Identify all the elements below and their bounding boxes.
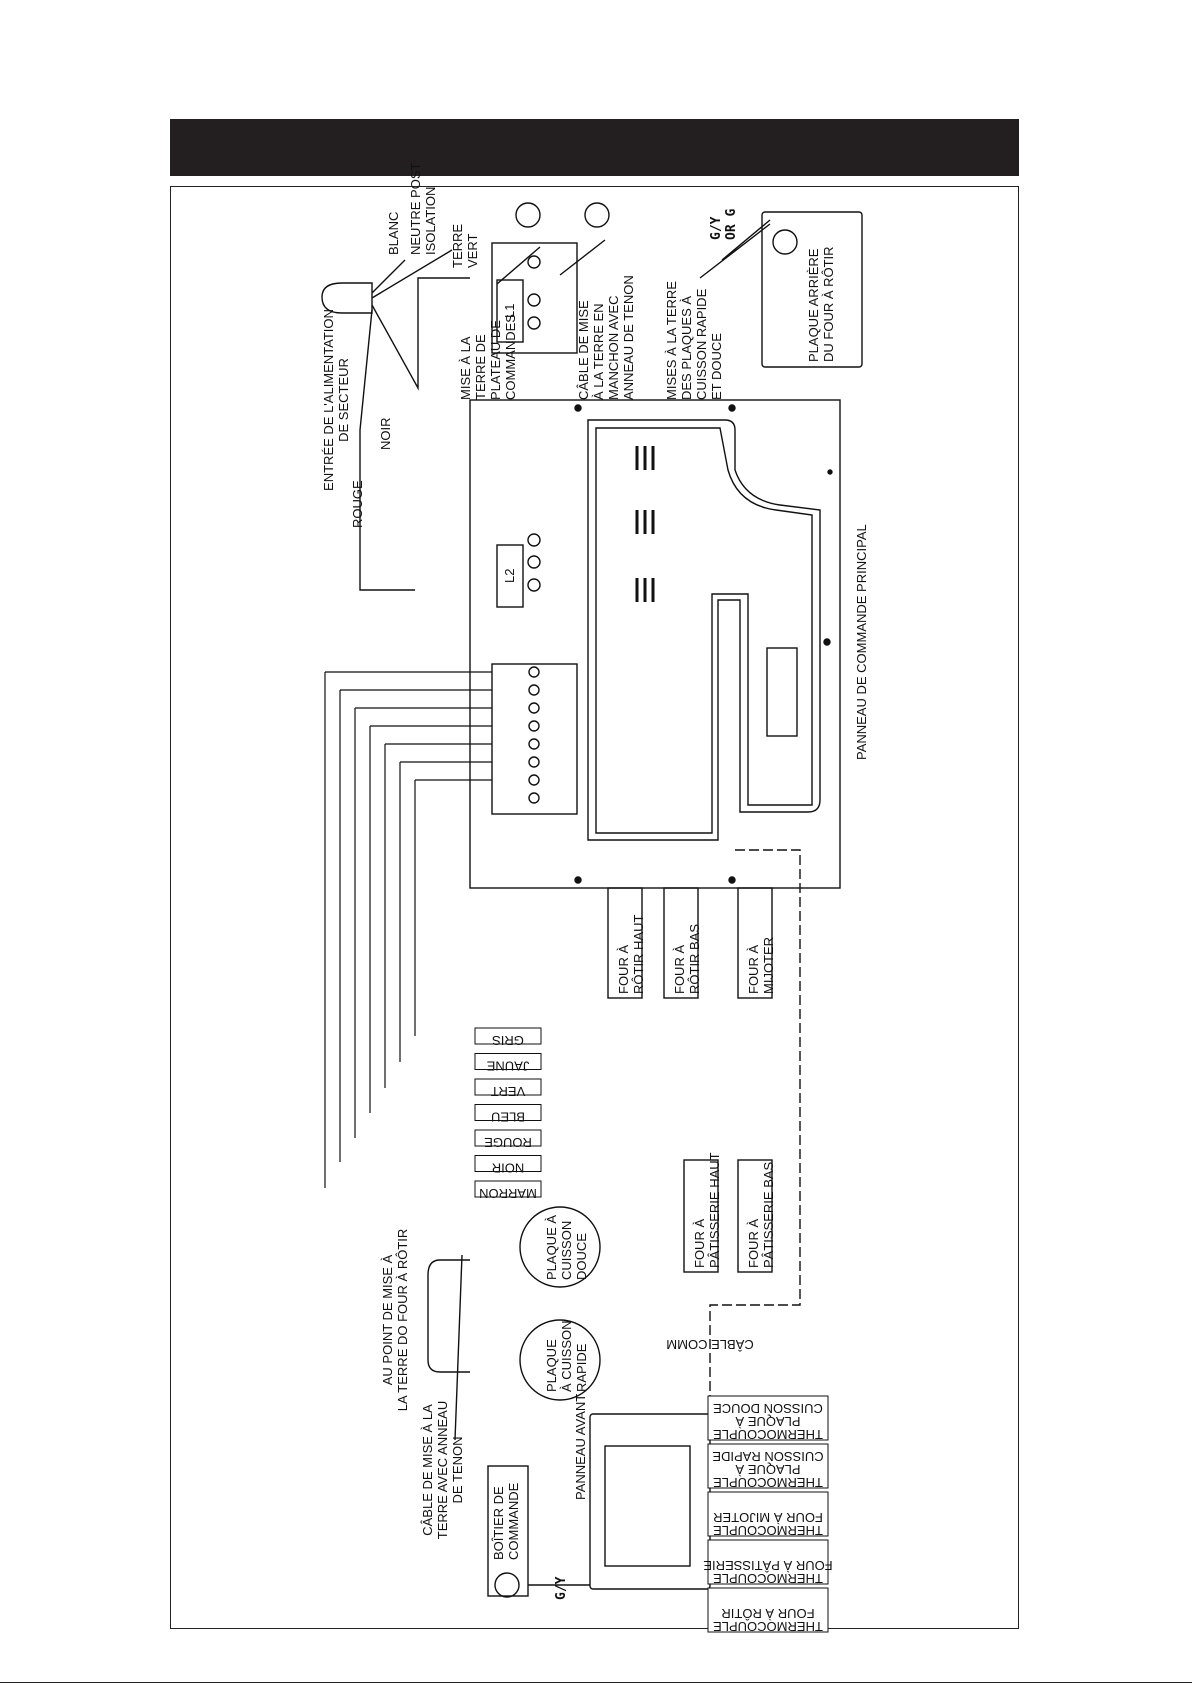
bottom-rule <box>0 1682 1192 1683</box>
comm-cable-line <box>709 849 801 1414</box>
plaque-rapide-circle <box>519 1319 601 1401</box>
ground-symbol-1 <box>515 202 541 228</box>
wire-tag-box <box>474 1027 542 1045</box>
ground-leads-top <box>496 219 771 285</box>
ground-symbol-2 <box>584 202 610 228</box>
wire-tag-rouge: ROUGE <box>484 1135 532 1150</box>
supply-label: ENTRÉE DE L'ALIMENTATIONDE SECTEUR <box>321 309 351 491</box>
front-panel-box <box>589 1413 711 1590</box>
terminal-l1 <box>496 279 524 343</box>
four-rotir-bas-box <box>663 887 699 999</box>
four-mijoter-label: FOUR ÀMIJOTER <box>746 937 776 994</box>
l1-label: L1 <box>502 304 517 318</box>
cable-manchon-label: CÂBLE DE MISEÀ LA TERRE ENMANCHON AVECAN… <box>576 275 636 400</box>
boitier-box <box>487 1465 529 1597</box>
cable-comm-label: CÂBLE COMM <box>666 1337 753 1352</box>
thermocouple-tag-2: THERMOCOUPLEFOUR À MIJOTER <box>713 1510 823 1538</box>
wire-tag-marron: MARRON <box>479 1186 537 1201</box>
front-panel-display <box>604 1445 691 1567</box>
plaque-douce-label: PLAQUE ÀCUISSONDOUCE <box>544 1215 589 1280</box>
four-patisserie-bas-label: FOUR ÀPÂTISSERIE BAS <box>746 1161 776 1268</box>
wire-tag-jaune: JAUNE <box>486 1059 529 1074</box>
power-terminal-block <box>491 242 578 354</box>
terminal-screws <box>527 255 541 804</box>
wire-tag-box <box>474 1155 542 1172</box>
thermocouple-tag-3: THERMOCOUPLEFOUR À PÂTISSERIE <box>703 1558 833 1586</box>
wire-tag-box <box>474 1129 542 1147</box>
terre-vert-label: TERREVERT <box>450 224 480 268</box>
display-window <box>766 647 798 737</box>
wire-tag-gris: GRIS <box>492 1033 524 1048</box>
ground-lead-plates <box>440 1254 470 1441</box>
thermocouple-tag-1: THERMOCOUPLEPLAQUE ÀCUISSON RAPIDE <box>712 1449 824 1490</box>
wire-tag-box <box>474 1180 542 1198</box>
au-point-label: AU POINT DE MISE ÀLA TERRE DO FOUR À RÔT… <box>380 1229 410 1412</box>
wire-tag-box <box>474 1078 542 1096</box>
wire-tag-vert: VERT <box>491 1084 525 1099</box>
cable-anneau-label: CÂBLE DE MISE À LATERRE AVEC ANNEAUDE TE… <box>420 1401 465 1539</box>
four-rotir-haut-label: FOUR ÀRÔTIR HAUT <box>616 915 646 995</box>
main-panel-inner-shape-2 <box>595 427 813 834</box>
wire-tag-noir: NOIR <box>492 1161 525 1176</box>
thermocouple-tag-0: THERMOCOUPLEPLAQUE ÀCUISSON DOUCE <box>713 1401 823 1442</box>
neutre-label: NEUTRE POSTISOLATION <box>408 162 438 255</box>
noir-supply-label: NOIR <box>378 418 393 451</box>
main-panel-inner-shape <box>587 419 821 841</box>
gy-label: G/Y <box>554 1576 569 1600</box>
four-patisserie-bas-box <box>737 1159 773 1273</box>
four-mijoter-box <box>737 887 773 999</box>
four-rotir-haut-box <box>607 887 643 999</box>
thermocouple-tag-4: THERMOCOUPLEFOUR À RÔTIR <box>713 1606 823 1634</box>
signal-terminal-strip <box>491 663 578 815</box>
wire-tag-box <box>474 1104 542 1121</box>
diagram-frame <box>170 186 1019 1629</box>
main-control-panel <box>469 399 841 889</box>
panneau-avant-label: PANNEAU AVANT <box>573 1394 588 1500</box>
blanc-label: BLANC <box>386 212 401 255</box>
wire-harness <box>324 671 492 1188</box>
four-patisserie-haut-label: FOUR ÀPÂTISSERIE HAUT <box>692 1152 722 1268</box>
thermocouple-tag-box <box>707 1539 829 1585</box>
gy-or-g-label: G/YOR G <box>709 209 739 240</box>
wire-tag-bleu: BLEU <box>491 1110 525 1125</box>
supply-cable <box>321 282 373 314</box>
supply-wires <box>359 249 470 591</box>
mises-plaques-label: MISES À LA TERREDES PLAQUES ÀCUISSON RAP… <box>664 281 724 400</box>
vent-slots <box>635 446 655 602</box>
l2-label: L2 <box>502 569 517 583</box>
four-rotir-bas-label: FOUR ÀRÔTIR BAS <box>672 924 702 994</box>
terminal-l2 <box>496 544 524 608</box>
boitier-label: BOÎTIER DECOMMANDE <box>491 1482 521 1560</box>
plaque-douce-circle <box>519 1206 601 1288</box>
panneau-principal-label: PANNEAU DE COMMANDE PRINCIPAL <box>854 524 869 760</box>
panel-screws <box>574 404 833 884</box>
thermocouple-tag-box <box>707 1395 829 1441</box>
four-patisserie-haut-box <box>683 1159 719 1273</box>
rouge-supply-label: ROUGE <box>350 480 365 528</box>
boitier-ground-symbol <box>494 1572 520 1598</box>
ground-symbol-3 <box>772 229 798 255</box>
labels-group: ENTRÉE DE L'ALIMENTATIONDE SECTEURROUGEN… <box>321 162 869 1634</box>
mise-plateau-label: MISE À LATERRE DEPLATEAU DECOMMANDES <box>458 314 518 400</box>
header-bar <box>170 119 1019 176</box>
thermocouple-tag-box <box>707 1587 829 1633</box>
ground-bracket <box>427 1259 441 1373</box>
thermocouple-tag-box <box>707 1491 829 1537</box>
plaque-rapide-label: PLAQUEÀ CUISSONRAPIDE <box>544 1320 589 1392</box>
thermocouple-tag-box <box>707 1443 829 1489</box>
wire-tag-box <box>474 1053 542 1070</box>
plaque-arriere-label: PLAQUE ARRIÈREDU FOUR À RÔTIR <box>806 246 836 362</box>
rear-plate <box>761 211 863 368</box>
